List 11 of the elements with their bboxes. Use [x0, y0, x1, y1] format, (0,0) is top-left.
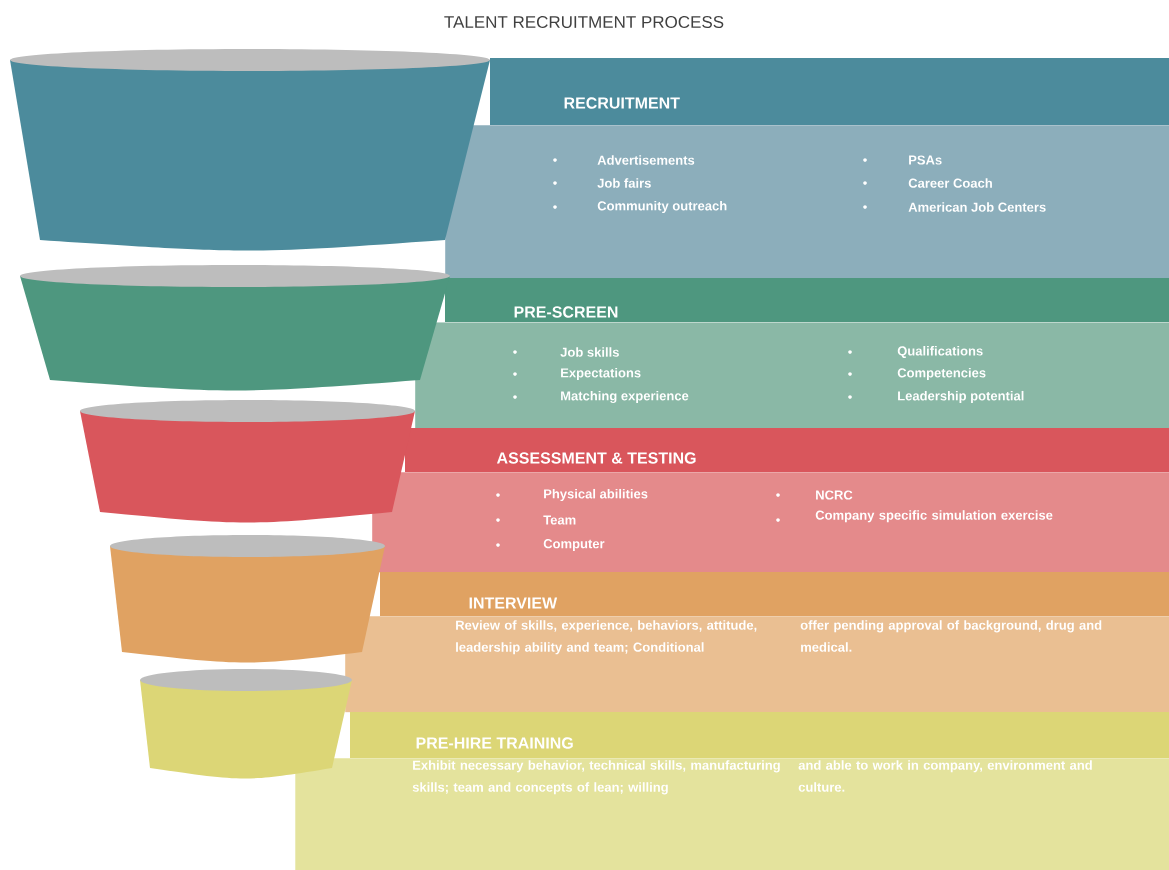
title: TALENT RECRUITMENT PROCESS — [444, 16, 724, 28]
band: PRE-HIRE TRAINING Exhibit necessary behavior, technical skills, manufacturing skills; team and concepts of lean; willing and able to work in company, environment and culture. — [295, 712, 1169, 870]
node-label: INTERVIEW — [469, 597, 558, 609]
node-label: ASSESSMENT & TESTING — [496, 452, 696, 464]
node-label: PRE-SCREEN — [514, 306, 618, 318]
band: RECRUITMENT Advertisements Job fairs Community outreach PSAs Career Coach American Job Centers — [445, 58, 1169, 279]
band: PRE-SCREEN Job skills Expectations Matching experience Qualifications Competencies Leadership potential — [415, 278, 1169, 429]
node-label: PRE-HIRE TRAINING — [416, 737, 573, 749]
node-label: RECRUITMENT — [564, 97, 680, 109]
band: INTERVIEW Review of skills, experience, behaviors, attitude, leadership ability and team; Conditional offer pending approval of background, drug and medical. — [345, 572, 1169, 713]
band: ASSESSMENT & TESTING Physical abilities Team Computer NCRC Company specific simulation exercise — [372, 428, 1169, 573]
